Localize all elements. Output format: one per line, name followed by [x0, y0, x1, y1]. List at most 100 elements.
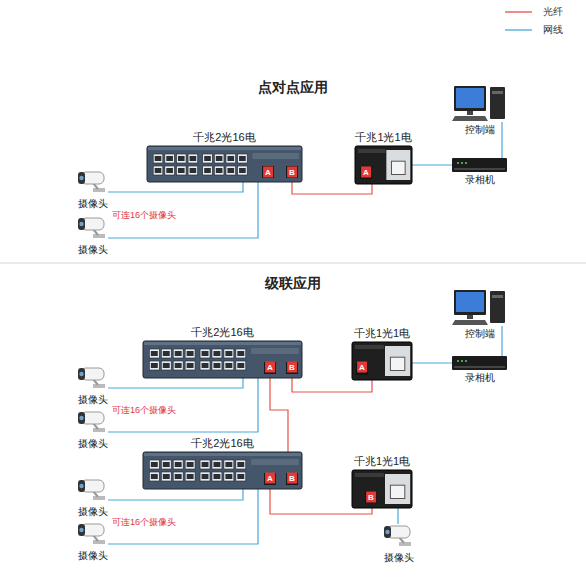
- keyboard: [452, 116, 488, 121]
- monitor-stand: [467, 315, 473, 319]
- camera-device: 摄像头: [78, 216, 108, 242]
- ethernet-port-hole: [216, 156, 223, 161]
- device-label: 控制端: [465, 124, 495, 136]
- device-label: 千兆2光16电: [191, 326, 253, 338]
- ethernet-port-hole: [163, 351, 170, 356]
- ethernet-port: [200, 361, 210, 370]
- ethernet-port-hole: [202, 474, 209, 479]
- camera-lens: [79, 484, 83, 488]
- camera-mount: [93, 188, 105, 192]
- fiber-link: [270, 378, 288, 452]
- ethernet-port-hole: [166, 168, 173, 173]
- device-graphic: [143, 452, 302, 489]
- device-graphic: [452, 86, 507, 122]
- device-label: 千兆1光1电: [355, 131, 411, 143]
- ethernet-port: [149, 472, 159, 481]
- camera-front: [78, 218, 85, 230]
- ethernet-port-hole: [163, 363, 170, 368]
- ethernet-port: [224, 460, 234, 469]
- network-cable: [501, 326, 502, 356]
- ethernet-port: [165, 166, 175, 175]
- capacity-note: 可连16个摄像头: [112, 209, 176, 222]
- rj45-port: [391, 161, 405, 174]
- ethernet-port-hole: [213, 474, 220, 479]
- device-label: 摄像头: [78, 198, 108, 210]
- network-cable: [108, 378, 243, 388]
- network-cable: [108, 378, 258, 432]
- device-graphic: [452, 356, 507, 370]
- ethernet-port: [226, 154, 236, 163]
- ethernet-port-hole: [225, 351, 232, 356]
- camera-mount: [93, 234, 105, 238]
- ethernet-port-hole: [239, 156, 246, 161]
- network-cable: [108, 489, 243, 500]
- ethernet-port: [238, 154, 248, 163]
- ethernet-port-hole: [151, 474, 158, 479]
- camera-front: [78, 524, 85, 536]
- ethernet-port: [173, 460, 183, 469]
- ethernet-port: [185, 349, 195, 358]
- ethernet-port-hole: [225, 474, 232, 479]
- camera-device: 摄像头: [78, 478, 108, 504]
- camera-device: 摄像头: [78, 522, 108, 548]
- device-graphic: [78, 216, 108, 242]
- camera-front: [384, 526, 391, 538]
- switch-body: [147, 146, 302, 182]
- ethernet-port-hole: [227, 156, 234, 161]
- device-graphic: [384, 524, 414, 550]
- ethernet-port-hole: [175, 351, 182, 356]
- video-recorder: 录相机: [452, 356, 507, 370]
- section-divider: [0, 263, 586, 264]
- port-letter: A: [361, 167, 371, 178]
- pc-drive: [492, 295, 503, 298]
- ethernet-port-hole: [202, 363, 209, 368]
- camera-front: [78, 172, 85, 184]
- converter-body: [352, 470, 412, 508]
- ethernet-port: [153, 166, 163, 175]
- rj45-port: [390, 485, 404, 498]
- ethernet-port: [236, 460, 246, 469]
- ethernet-port-hole: [163, 474, 170, 479]
- network-cable: [412, 362, 452, 363]
- ethernet-port: [161, 349, 171, 358]
- device-graphic: [352, 470, 412, 508]
- device-graphic: [143, 341, 302, 378]
- ethernet-port: [224, 472, 234, 481]
- ethernet-port: [149, 349, 159, 358]
- ethernet-port: [200, 472, 210, 481]
- camera-mount: [93, 428, 105, 432]
- converter-face: [385, 346, 410, 376]
- converter-body: [355, 146, 412, 184]
- ethernet-port-hole: [187, 474, 194, 479]
- ethernet-port: [149, 361, 159, 370]
- fiber-port: [264, 473, 276, 485]
- status-light: [457, 162, 459, 164]
- camera-front: [78, 368, 85, 380]
- legend-line-sample: [505, 29, 532, 30]
- ethernet-port-hole: [237, 474, 244, 479]
- camera-device: 摄像头: [78, 366, 108, 392]
- ethernet-port-hole: [237, 363, 244, 368]
- device-graphic: [78, 366, 108, 392]
- device-graphic: [452, 290, 507, 326]
- camera-lens: [79, 222, 83, 226]
- camera-front: [78, 480, 85, 492]
- capacity-note: 可连16个摄像头: [112, 516, 176, 529]
- status-light: [465, 162, 467, 164]
- ethernet-port: [173, 472, 183, 481]
- port-letter: A: [357, 362, 367, 373]
- switch-body: [143, 452, 302, 489]
- rj45-port: [390, 357, 404, 370]
- ethernet-port-hole: [225, 363, 232, 368]
- device-graphic: [355, 146, 412, 184]
- ethernet-port: [203, 154, 213, 163]
- ethernet-port: [226, 166, 236, 175]
- network-cable: [501, 122, 502, 158]
- pc-drive: [492, 91, 503, 94]
- ethernet-port: [153, 154, 163, 163]
- legend-samples: [505, 12, 532, 30]
- control-computer: 控制端: [452, 86, 507, 122]
- ethernet-port: [188, 154, 198, 163]
- monitor-frame: [454, 290, 486, 315]
